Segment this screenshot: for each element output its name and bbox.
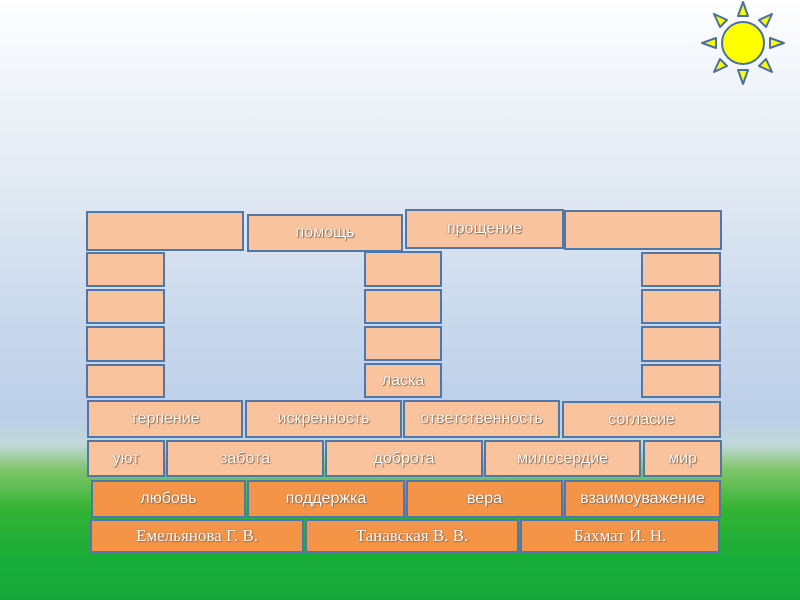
right-pillar-brick <box>641 326 721 362</box>
brick-uyut: уют <box>87 440 165 477</box>
brick-soglasie: согласие <box>562 401 721 438</box>
brick-miloserdie: милосердие <box>484 440 641 477</box>
right-pillar-brick <box>641 364 721 398</box>
middle-pillar-brick <box>364 326 442 361</box>
brick-zabota: забота <box>166 440 324 477</box>
brick-dobrota: доброта <box>325 440 483 477</box>
brick-terpenie: терпение <box>87 400 243 438</box>
brick-iskrennost: искренность <box>245 400 402 438</box>
middle-pillar-brick <box>364 251 442 287</box>
right-pillar-brick <box>641 289 721 324</box>
brick-vera: вера <box>406 480 563 518</box>
left-pillar-brick <box>86 364 165 398</box>
brick-otvetstvennost: ответственность <box>403 400 560 438</box>
right-pillar-brick <box>641 252 721 287</box>
middle-pillar-brick <box>364 289 442 324</box>
roof-brick-1 <box>86 211 244 251</box>
left-pillar-brick <box>86 252 165 287</box>
brick-mir: мир <box>643 440 722 477</box>
roof-brick-2: помощь <box>247 214 403 252</box>
roof-brick-4 <box>564 210 722 250</box>
brick-lyubov: любовь <box>91 480 246 518</box>
brick-podderzhka: поддержка <box>247 480 405 518</box>
author-bakhmat: Бахмат И. Н. <box>520 519 720 553</box>
left-pillar-brick <box>86 326 165 362</box>
sun-icon <box>701 1 785 85</box>
roof-brick-3: прощение <box>405 209 564 249</box>
author-tanavskaya: Танавская В. В. <box>305 519 519 553</box>
author-emelyanova: Емельянова Г. В. <box>90 519 304 553</box>
left-pillar-brick <box>86 289 165 324</box>
middle-pillar-brick-laska: ласка <box>364 363 442 398</box>
brick-vzaimouvazhenie: взаимоуважение <box>564 480 721 518</box>
